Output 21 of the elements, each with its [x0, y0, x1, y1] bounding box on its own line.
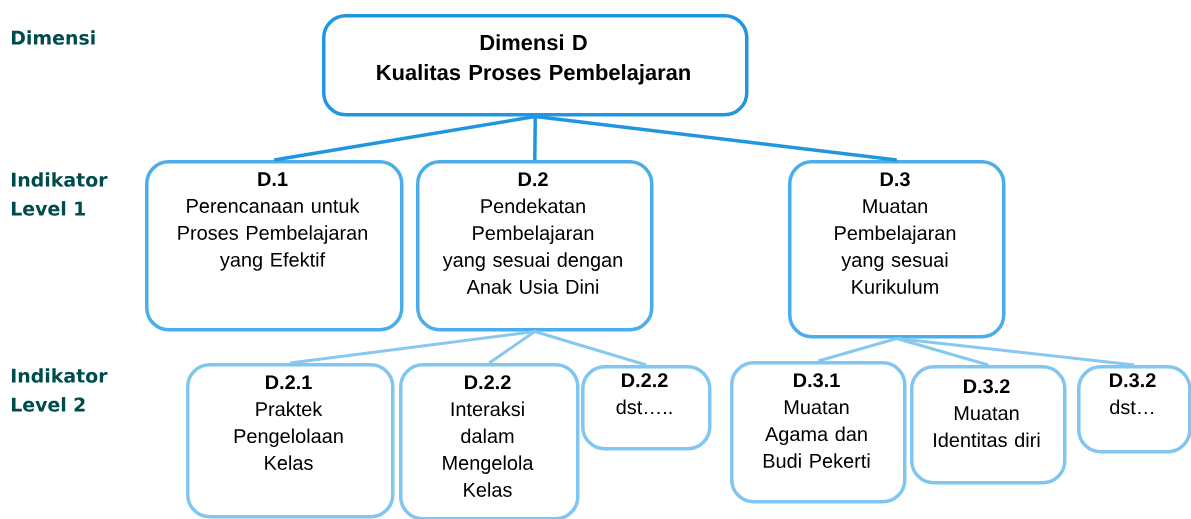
connector-line	[896, 337, 989, 367]
level-label: Indikator Level 2	[11, 368, 108, 412]
connector-line	[488, 330, 536, 365]
indicator-box: D.2.1 Praktek Pengelolaan Kelas	[186, 363, 395, 519]
indicator-box: Dimensi D Kualitas Proses Pembelajaran	[322, 14, 749, 117]
connector-line	[533, 116, 537, 160]
connector-line	[290, 330, 535, 365]
indicator-box: D.3.2 Muatan Identitas diri	[910, 365, 1067, 485]
indicator-box: D.2 Pendekatan Pembelajaran yang sesuai dengan Anak Usia Dini	[416, 160, 654, 332]
level-label: Dimensi	[11, 30, 95, 45]
connector-line	[535, 114, 897, 162]
indicator-box: D.3 Muatan Pembelajaran yang sesuai Kurikulum	[788, 160, 1006, 339]
connector-line	[534, 330, 647, 367]
indicator-box: D.3.2 dst…	[1077, 365, 1191, 454]
connector-line	[273, 114, 536, 162]
indicator-box: D.2.2 dst…..	[581, 365, 712, 451]
level-label: Indikator Level 1	[11, 172, 108, 216]
connector-line	[896, 337, 1135, 367]
indicator-box: D.1 Perencanaan untuk Proses Pembelajaran yang Efektif	[145, 160, 404, 332]
indicator-box: D.3.1 Muatan Agama dan Budi Pekerti	[730, 361, 907, 504]
indicator-box: D.2.2 Interaksi dalam Mengelola Kelas	[399, 363, 580, 519]
